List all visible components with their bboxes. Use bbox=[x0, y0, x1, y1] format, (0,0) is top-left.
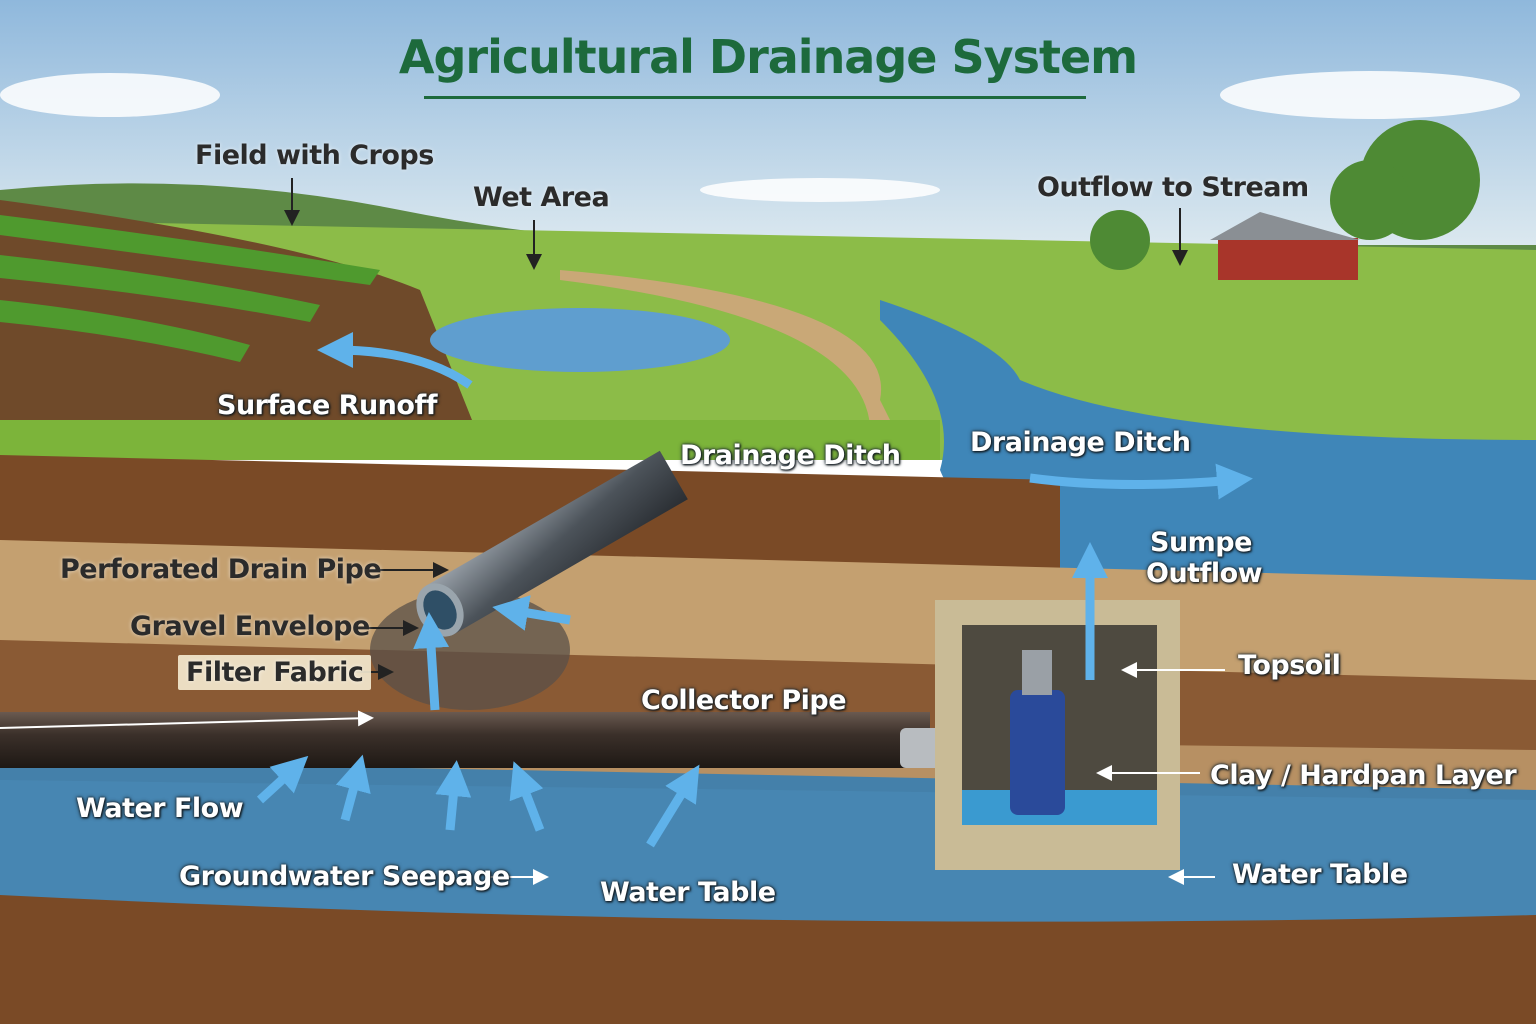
trees bbox=[1090, 120, 1480, 270]
barn bbox=[1210, 212, 1360, 280]
collector-pipe bbox=[0, 712, 980, 768]
label-drainage-ditch-right: Drainage Ditch bbox=[970, 427, 1191, 458]
leader-lines-white bbox=[0, 662, 1225, 885]
leader-lines bbox=[284, 178, 1188, 680]
label-topsoil: Topsoil bbox=[1238, 650, 1341, 681]
label-collector-pipe: Collector Pipe bbox=[641, 685, 847, 716]
label-water-table-right: Water Table bbox=[1232, 859, 1408, 890]
label-drainage-ditch-left: Drainage Ditch bbox=[680, 440, 901, 471]
label-wet-area: Wet Area bbox=[473, 182, 610, 213]
label-surface-runoff: Surface Runoff bbox=[217, 390, 437, 421]
title-underline bbox=[424, 96, 1086, 99]
crop-field bbox=[0, 200, 480, 440]
dirt-path bbox=[560, 270, 900, 440]
sump-pit bbox=[935, 600, 1180, 870]
grass-bank bbox=[0, 420, 940, 460]
label-water-table-center: Water Table bbox=[600, 877, 776, 908]
label-sumpe-outflow-line1: Sumpe bbox=[1150, 527, 1252, 558]
label-field-with-crops: Field with Crops bbox=[195, 140, 434, 171]
label-gravel-envelope: Gravel Envelope bbox=[130, 611, 370, 642]
label-perforated-drain-pipe: Perforated Drain Pipe bbox=[60, 554, 382, 585]
wet-area-pond bbox=[430, 308, 730, 372]
clouds bbox=[0, 71, 1520, 202]
label-groundwater-seepage: Groundwater Seepage bbox=[179, 861, 510, 892]
label-clay-hardpan-layer: Clay / Hardpan Layer bbox=[1210, 760, 1517, 791]
crop-rows bbox=[0, 215, 380, 362]
label-outflow-to-stream: Outflow to Stream bbox=[1037, 172, 1309, 203]
bottom-soil bbox=[0, 895, 1536, 1024]
label-sumpe-outflow-line2: Outflow bbox=[1146, 558, 1263, 589]
flow-arrows bbox=[256, 332, 1253, 848]
diagram-title: Agricultural Drainage System bbox=[398, 30, 1138, 84]
label-water-flow: Water Flow bbox=[76, 793, 244, 824]
label-filter-fabric: Filter Fabric bbox=[178, 655, 372, 690]
